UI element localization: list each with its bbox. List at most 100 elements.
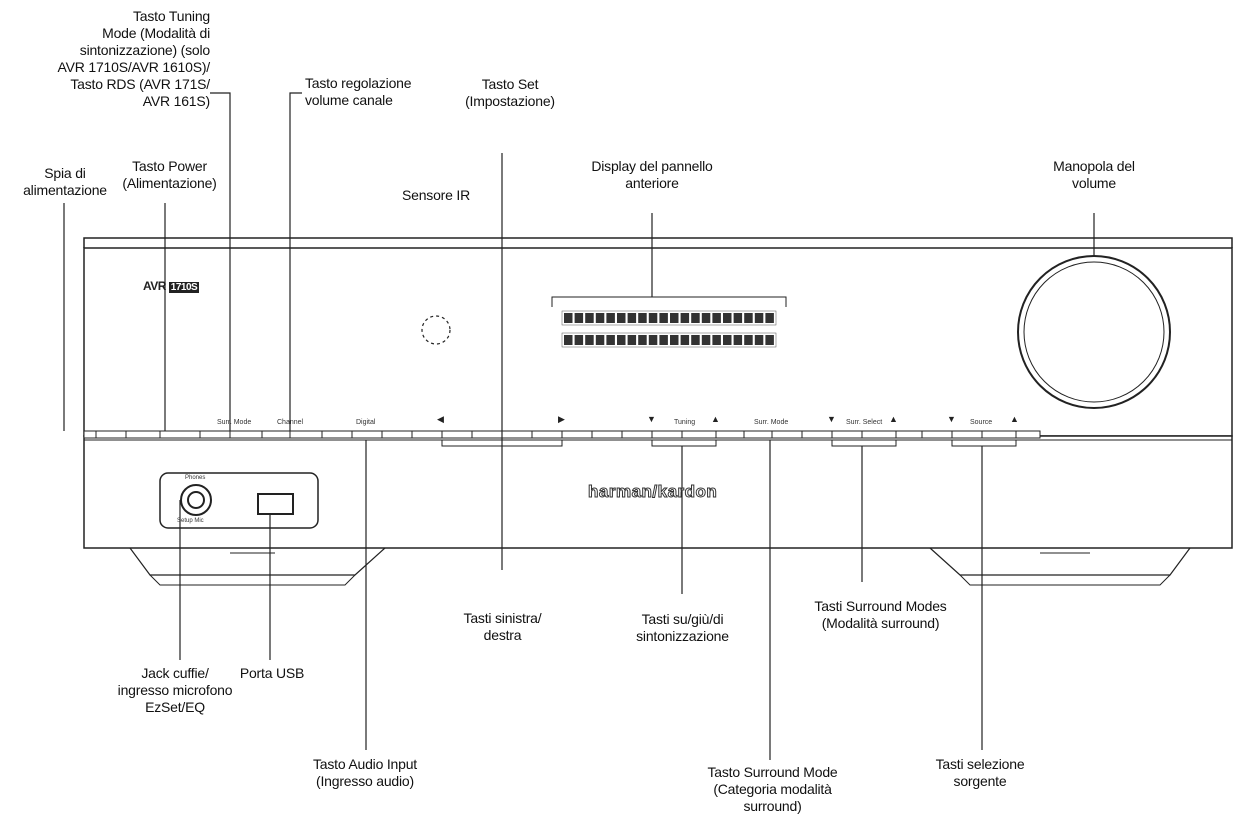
display-segment xyxy=(670,313,679,323)
display-segment xyxy=(595,335,605,345)
model-prefix: AVR xyxy=(143,279,166,293)
volume-knob xyxy=(1017,255,1171,409)
panel-label-channel: Channel xyxy=(277,419,304,426)
brand-logo: harman/kardon xyxy=(587,482,718,502)
front-panel-lower xyxy=(83,435,1233,549)
callout-power-button: Tasto Power(Alimentazione) xyxy=(122,158,217,191)
panel-button xyxy=(381,430,413,439)
panel-button xyxy=(981,430,1017,439)
panel-button xyxy=(83,430,97,439)
display-segment xyxy=(691,313,700,323)
chassis-top-panel xyxy=(83,237,1233,248)
display-segment xyxy=(585,313,594,323)
display-segment xyxy=(765,335,774,345)
usb-port xyxy=(257,493,294,515)
panel-button xyxy=(289,430,323,439)
display-segment xyxy=(606,335,615,345)
callout-ir-sensor: Sensore IR xyxy=(401,187,471,203)
right-arrow-icon: ▶ xyxy=(558,414,565,424)
panel-button xyxy=(951,430,983,439)
display-segment xyxy=(659,335,668,345)
panel-label-surr-select: Surr. Select xyxy=(846,419,883,426)
display-segment xyxy=(754,335,764,345)
display-segment xyxy=(680,335,690,345)
panel-button xyxy=(441,430,473,439)
connector-panel xyxy=(159,472,319,529)
right-foot xyxy=(929,547,1191,576)
panel-label-digital: Digital xyxy=(356,419,376,426)
display-segment xyxy=(754,313,764,323)
panel-button xyxy=(895,430,923,439)
panel-button xyxy=(199,430,231,439)
panel-button xyxy=(471,430,503,439)
left-arrow-icon: ◀ xyxy=(437,414,444,424)
left-foot xyxy=(129,547,386,576)
panel-label-tuning: Tuning xyxy=(674,419,696,426)
display-segment xyxy=(585,335,594,345)
panel-button xyxy=(159,430,201,439)
display-segment xyxy=(701,335,711,345)
display-segment xyxy=(595,313,605,323)
tuning-up-icon: ▲ xyxy=(711,414,720,424)
display-segment xyxy=(680,313,690,323)
display-segment xyxy=(670,335,679,345)
model-label: AVR 1710S xyxy=(143,279,200,293)
display-segment xyxy=(744,335,753,345)
leader-lines xyxy=(63,92,1095,760)
callout-left-right: Tasti sinistra/destra xyxy=(463,610,542,643)
panel-button xyxy=(321,430,353,439)
model-badge: 1710S xyxy=(168,282,200,293)
panel-button xyxy=(229,430,263,439)
panel-button xyxy=(531,430,563,439)
source-down-icon: ▼ xyxy=(947,414,956,424)
headphone-jack xyxy=(180,484,212,516)
panel-button xyxy=(621,430,653,439)
panel-label-surr-mode: Surr. Mode xyxy=(754,419,789,426)
panel-button xyxy=(261,430,291,439)
panel-label-source: Source xyxy=(970,419,993,426)
panel-button xyxy=(715,430,745,439)
display-segment xyxy=(617,335,626,345)
callout-set-button: Tasto Set(Impostazione) xyxy=(465,76,555,109)
panel-button xyxy=(831,430,863,439)
display-segment xyxy=(659,313,668,323)
display-segment xyxy=(691,335,700,345)
display-segment xyxy=(765,313,774,323)
panel-button xyxy=(591,430,623,439)
display-segment xyxy=(648,313,658,323)
display-segment xyxy=(733,335,743,345)
display-segment xyxy=(638,313,647,323)
display-segment xyxy=(744,313,753,323)
display-segment xyxy=(627,313,637,323)
ir-sensor xyxy=(421,315,451,345)
display-segment xyxy=(627,335,637,345)
panel-button xyxy=(681,430,717,439)
panel-label-surr-mode-top: Surr. Mode xyxy=(217,419,252,426)
panel-button xyxy=(771,430,803,439)
surr-down-icon: ▼ xyxy=(827,414,836,424)
panel-button xyxy=(501,430,533,439)
panel-label-phones: Phones xyxy=(185,475,206,481)
panel-button xyxy=(651,430,683,439)
tuning-down-icon: ▼ xyxy=(647,414,656,424)
display-segment xyxy=(564,313,573,323)
surr-up-icon: ▲ xyxy=(889,414,898,424)
display-segment xyxy=(574,313,584,323)
front-display xyxy=(561,310,777,348)
display-segment xyxy=(564,335,573,345)
panel-button xyxy=(411,430,443,439)
display-segment xyxy=(733,313,743,323)
display-segment xyxy=(574,335,584,345)
display-segment xyxy=(712,335,721,345)
display-segment xyxy=(648,335,658,345)
panel-button xyxy=(861,430,897,439)
